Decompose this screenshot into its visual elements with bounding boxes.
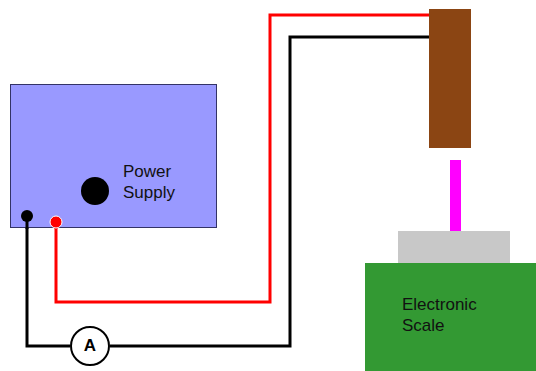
scale-platform — [398, 231, 510, 263]
control-knob — [81, 177, 109, 205]
electromagnet-bar — [429, 9, 471, 148]
meter-letter: A — [84, 336, 96, 356]
electronic-scale-box: Electronic Scale — [365, 263, 536, 371]
black-terminal — [21, 210, 33, 222]
black-wire — [27, 228, 70, 346]
red-terminal-lead — [55, 223, 58, 229]
magnet-rod — [450, 160, 461, 232]
black-terminal-lead — [26, 217, 29, 229]
box-label: Power Supply — [123, 161, 207, 203]
red-terminal — [50, 216, 62, 228]
box-label: Electronic Scale — [402, 294, 502, 336]
power-supply-box: Power Supply — [10, 84, 217, 228]
ammeter-circle: A — [70, 326, 110, 366]
